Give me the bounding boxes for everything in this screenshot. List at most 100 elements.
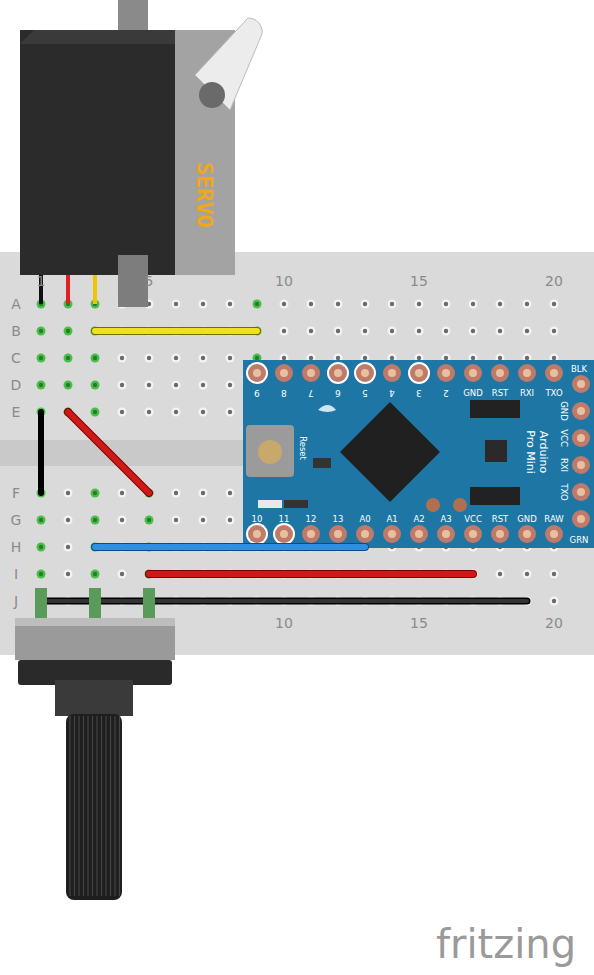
breadboard-hole [226, 354, 235, 363]
breadboard-hole [523, 570, 532, 579]
breadboard-hole [64, 327, 73, 336]
breadboard-hole [118, 408, 127, 417]
pin-hole [496, 530, 504, 538]
breadboard-hole [228, 356, 232, 360]
breadboard-hole [37, 354, 46, 363]
breadboard-index: D [11, 377, 22, 393]
breadboard-hole [120, 410, 124, 414]
breadboard-hole [172, 300, 181, 309]
breadboard-hole [64, 381, 73, 390]
breadboard-hole [334, 327, 343, 336]
breadboard-index: B [11, 323, 21, 339]
pin-pad [437, 525, 455, 543]
breadboard-hole [199, 381, 208, 390]
pin-hole [361, 369, 369, 377]
knurl-line [110, 716, 111, 896]
pin-label: 4 [389, 388, 395, 398]
breadboard-hole [201, 518, 205, 522]
pin-label: VCC [464, 514, 482, 524]
pin-hole [469, 369, 477, 377]
breadboard-hole [226, 300, 235, 309]
pin-pad [572, 510, 590, 528]
breadboard-hole [201, 302, 205, 306]
breadboard-hole [228, 491, 232, 495]
breadboard-index: G [11, 512, 22, 528]
breadboard-hole [228, 410, 232, 414]
pin-label: A1 [386, 514, 397, 524]
breadboard-hole [361, 327, 370, 336]
breadboard-hole [120, 356, 124, 360]
pin-hole [280, 530, 288, 538]
pin-pad [572, 402, 590, 420]
breadboard-hole [388, 300, 397, 309]
pin-label: 7 [308, 388, 314, 398]
breadboard-hole [498, 572, 502, 576]
pin-pad [356, 364, 374, 382]
pin-pad [518, 525, 536, 543]
breadboard-hole [334, 300, 343, 309]
breadboard-hole [417, 302, 421, 306]
breadboard-hole [471, 329, 475, 333]
pin-pad [491, 525, 509, 543]
breadboard-hole [120, 383, 124, 387]
pin-hole [523, 530, 531, 538]
pin-hole [523, 369, 531, 377]
breadboard-hole [39, 545, 43, 549]
breadboard-hole [145, 516, 154, 525]
pin-pad [491, 364, 509, 382]
breadboard-hole [93, 383, 97, 387]
pin-hole [307, 530, 315, 538]
breadboard-hole [525, 329, 529, 333]
pin-pad [248, 364, 266, 382]
pin-label: 3 [416, 388, 422, 398]
breadboard-hole [66, 383, 70, 387]
breadboard-hole [172, 489, 181, 498]
breadboard-hole [66, 518, 70, 522]
breadboard-hole [66, 356, 70, 360]
breadboard-hole [282, 329, 286, 333]
breadboard-hole [309, 329, 313, 333]
breadboard-hole [120, 572, 124, 576]
breadboard-index: 10 [275, 615, 293, 631]
pin-hole [550, 530, 558, 538]
pin-hole [442, 530, 450, 538]
breadboard-hole [226, 489, 235, 498]
pin-hole [577, 488, 585, 496]
breadboard-hole [199, 354, 208, 363]
breadboard-hole [91, 489, 100, 498]
breadboard-hole [226, 516, 235, 525]
pin-pad [302, 364, 320, 382]
breadboard-hole [93, 518, 97, 522]
breadboard-hole [201, 356, 205, 360]
breadboard-hole [66, 491, 70, 495]
breadboard-hole [66, 572, 70, 576]
pin-hole [577, 434, 585, 442]
breadboard-hole [442, 327, 451, 336]
breadboard-hole [552, 302, 556, 306]
breadboard-index: 1 [37, 273, 46, 289]
pin-label: TXO [559, 483, 569, 500]
pin-label: A0 [359, 514, 370, 524]
pin-hole [388, 369, 396, 377]
breadboard-hole [471, 302, 475, 306]
breadboard-hole [66, 545, 70, 549]
breadboard-hole [417, 329, 421, 333]
breadboard-hole [37, 543, 46, 552]
breadboard-hole [174, 356, 178, 360]
breadboard-hole [336, 302, 340, 306]
breadboard-hole [91, 516, 100, 525]
breadboard-hole [280, 327, 289, 336]
breadboard-hole [496, 300, 505, 309]
breadboard-hole [174, 383, 178, 387]
breadboard-hole [469, 327, 478, 336]
breadboard-hole [469, 300, 478, 309]
pin-hole [388, 530, 396, 538]
breadboard-hole [307, 327, 316, 336]
breadboard-hole [390, 329, 394, 333]
breadboard-hole [550, 327, 559, 336]
pin-label: RXI [559, 458, 569, 472]
breadboard-hole [201, 491, 205, 495]
pin-hole [577, 461, 585, 469]
pin-label: 10 [252, 514, 263, 524]
pin-hole [469, 530, 477, 538]
